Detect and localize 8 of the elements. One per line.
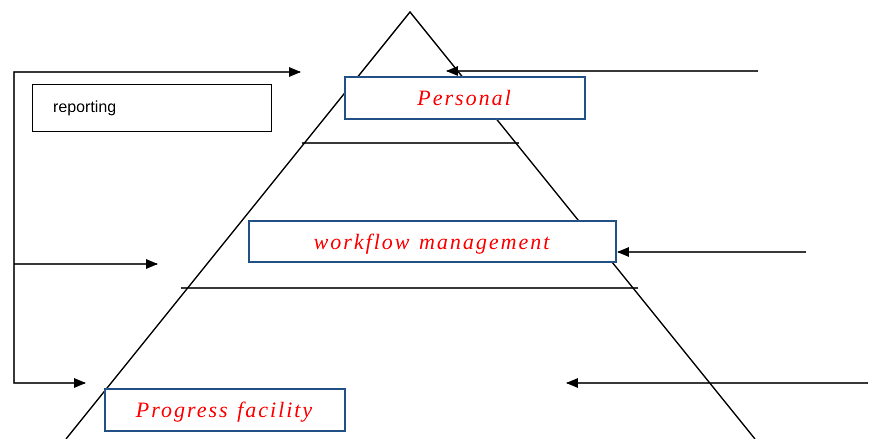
tier-label-box: Personal bbox=[344, 76, 586, 120]
arrow bbox=[617, 247, 806, 257]
arrow bbox=[446, 66, 758, 76]
tier-label-box: Progress facility bbox=[104, 388, 346, 432]
arrow bbox=[13, 67, 301, 264]
label-box: reporting bbox=[32, 84, 272, 132]
arrow bbox=[13, 264, 86, 388]
tier-label-box: workflow management bbox=[248, 220, 617, 263]
